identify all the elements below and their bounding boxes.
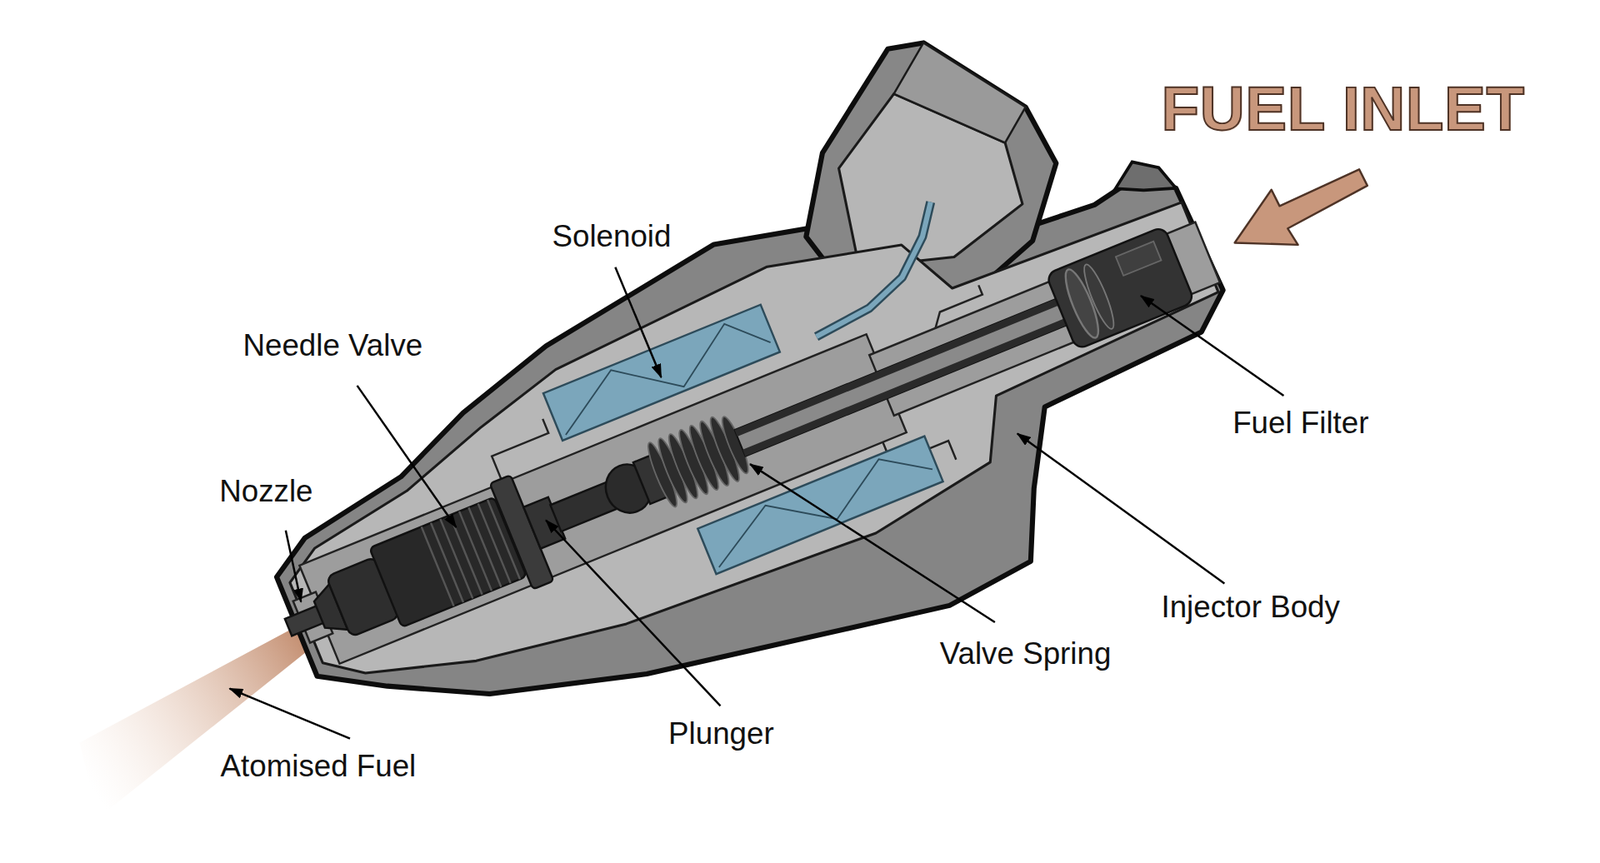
fuel-inlet-arrow (1235, 169, 1368, 245)
injector-internals (742, 315, 1076, 457)
part-label: Plunger (668, 716, 775, 752)
leader-line (230, 267, 1285, 740)
inlet-heading: FUEL INLET (1160, 77, 1525, 140)
injector-internals (734, 295, 1068, 437)
injector-internals (734, 295, 1076, 457)
solenoid-wire (816, 201, 931, 337)
injector-internals (266, 210, 1201, 680)
injector-cut-section (485, 419, 560, 484)
injector-cut-section (244, 110, 1260, 747)
injector-outer-body (1108, 150, 1176, 210)
part-label: Atomised Fuel (220, 749, 416, 785)
leader-line (615, 267, 661, 378)
injector-cut-section (926, 285, 988, 329)
solenoid-coil (543, 305, 780, 441)
solenoid-wire (816, 201, 931, 337)
part-label: Solenoid (551, 219, 671, 255)
part-label: Needle Valve (242, 328, 423, 364)
fuel-inlet-arrow (1235, 169, 1368, 245)
injector-outer-body (222, 73, 1295, 838)
fuel-spray (80, 620, 321, 819)
solenoid-coil (549, 310, 774, 435)
leader-line (285, 530, 301, 603)
part-label: Fuel Filter (1232, 405, 1369, 441)
leader-line (1017, 433, 1225, 584)
injector-cut-section (247, 112, 1255, 745)
part-label: Valve Spring (940, 636, 1112, 672)
leader-line (750, 464, 995, 623)
solenoid-wire (816, 201, 931, 337)
part-label: Injector Body (1160, 590, 1340, 625)
injector-internals (1045, 225, 1195, 350)
leader-line (545, 520, 720, 706)
part-label: Nozzle (219, 474, 313, 510)
leader-line (230, 689, 350, 740)
fuel-spray (80, 620, 321, 819)
leader-line (357, 385, 457, 528)
electrical-connector (894, 42, 1026, 143)
injector-internals (1079, 261, 1119, 332)
leader-line (1140, 295, 1284, 396)
injector-internals (1115, 241, 1162, 276)
injector-outer-body (222, 73, 1295, 838)
